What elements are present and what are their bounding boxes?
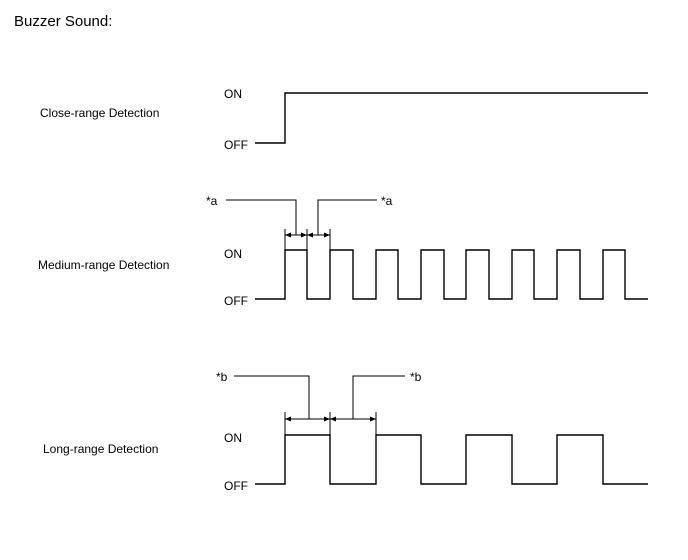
- long-range-marker-left: *b: [216, 370, 228, 384]
- long-range-marker-right: *b: [410, 370, 422, 384]
- medium-range-leader-left: [226, 199, 297, 235]
- medium-range-marker-left: *a: [206, 194, 218, 208]
- close-range-off-label: OFF: [224, 138, 248, 152]
- medium-range-on-label: ON: [224, 247, 242, 261]
- medium-range-leader-right: [317, 199, 377, 235]
- close-range-on-label: ON: [224, 87, 242, 101]
- diagram-title: Buzzer Sound:: [14, 13, 112, 30]
- medium-range-arrowheads: [285, 232, 330, 238]
- medium-range-ext-lines: [284, 229, 331, 250]
- long-range-arrowheads: [285, 416, 376, 422]
- long-range-off-label: OFF: [224, 479, 248, 493]
- row-label-long-range: Long-range Detection: [43, 442, 158, 456]
- long-range-waveform: [255, 434, 648, 485]
- medium-range-off-label: OFF: [224, 294, 248, 308]
- long-range-leader-left: [234, 375, 310, 419]
- long-range-leader-right: [352, 375, 405, 419]
- long-range-ext-lines: [284, 412, 377, 435]
- close-range-waveform: [255, 92, 648, 144]
- row-label-medium-range: Medium-range Detection: [38, 258, 169, 272]
- row-label-close-range: Close-range Detection: [40, 106, 159, 120]
- medium-range-waveform: [255, 249, 648, 300]
- medium-range-marker-right: *a: [381, 194, 393, 208]
- long-range-on-label: ON: [224, 431, 242, 445]
